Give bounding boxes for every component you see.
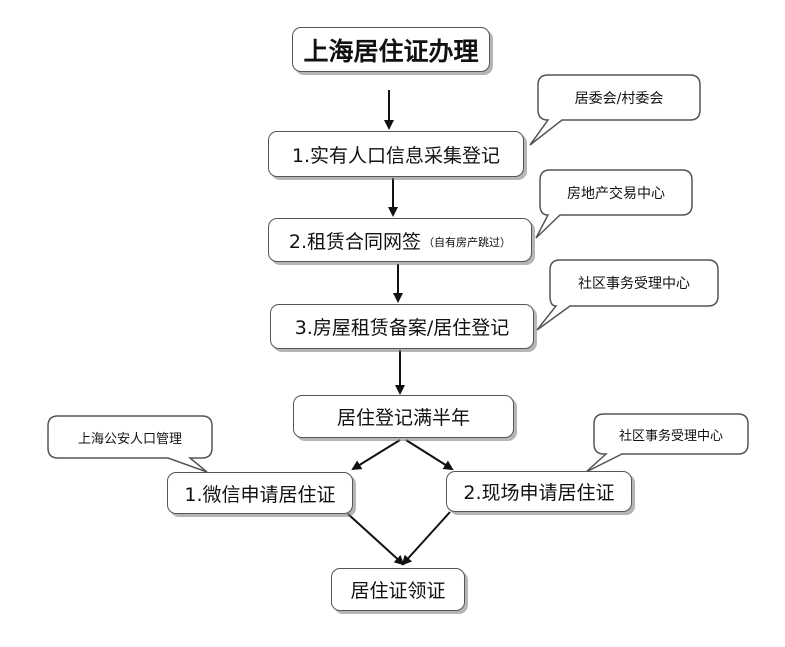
title-text: 上海居住证办理 — [303, 36, 479, 66]
step-5b-node: 2.现场申请居住证 — [446, 471, 632, 512]
callout-1-text: 居委会/村委会 — [574, 90, 664, 107]
step-2-note: （自有房产跳过） — [423, 236, 512, 249]
arrow-step4-to-onsite — [405, 439, 454, 471]
step-3-node: 3.房屋租赁备案/居住登记 — [270, 304, 534, 349]
step-5a-label: 1.微信申请居住证 — [184, 483, 336, 506]
step-2-label: 2.租赁合同网签 — [288, 230, 422, 253]
callout-bubble-1 — [529, 74, 701, 146]
callout-2-text: 房地产交易中心 — [567, 185, 665, 202]
callout-bubble-2 — [535, 169, 693, 239]
callout-bubble-4 — [47, 415, 213, 473]
step-3-label: 3.房屋租赁备案/居住登记 — [294, 317, 510, 339]
callout-bubble-3 — [536, 259, 719, 331]
arrow-step4-to-wechat — [351, 439, 401, 471]
step-4-node: 居住登记满半年 — [293, 395, 514, 438]
arrow-onsite-to-collect — [401, 511, 451, 566]
callout-4-text: 上海公安人口管理 — [77, 431, 182, 447]
step-6-node: 居住证领证 — [331, 568, 465, 611]
title-node: 上海居住证办理 — [292, 27, 490, 72]
callout-bubble-5 — [585, 413, 749, 473]
callout-3-text: 社区事务受理中心 — [578, 276, 690, 292]
step-5b-label: 2.现场申请居住证 — [463, 482, 615, 504]
callout-5-text: 社区事务受理中心 — [618, 428, 723, 444]
step-1-node: 1.实有人口信息采集登记 — [268, 131, 524, 177]
step-4-label: 居住登记满半年 — [336, 407, 470, 429]
step-5a-node: 1.微信申请居住证 — [167, 472, 353, 514]
step-6-label: 居住证领证 — [350, 580, 446, 602]
step-2-node: 2.租赁合同网签（自有房产跳过） — [268, 218, 532, 262]
step-1-label: 1.实有人口信息采集登记 — [291, 144, 501, 167]
arrow-wechat-to-collect — [347, 513, 405, 566]
